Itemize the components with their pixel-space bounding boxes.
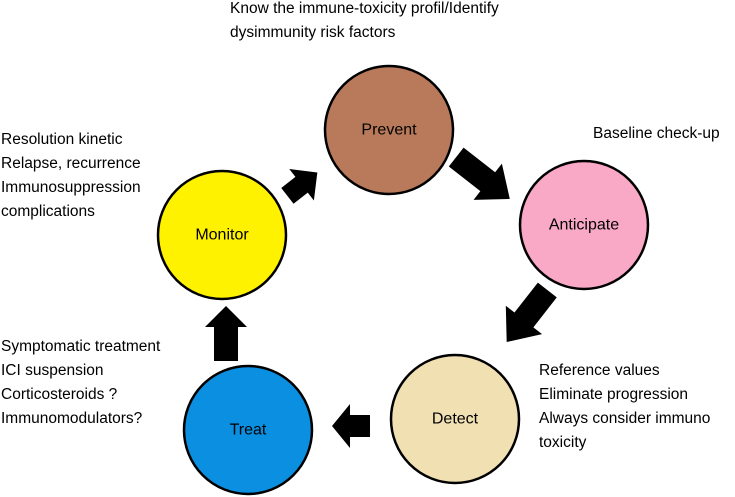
- note-treat-line-3: Corticosteroids ?: [1, 386, 118, 403]
- note-anticipate-line-1: Baseline check-up: [593, 125, 720, 142]
- anticipate-label: Anticipate: [549, 217, 619, 234]
- arrow-monitor-to-prevent: [281, 169, 318, 204]
- detect-circle: [389, 353, 521, 485]
- node-prevent: Prevent: [323, 64, 455, 196]
- note-treat-line-4: Immunomodulators?: [1, 410, 143, 427]
- note-anticipate: Baseline check-up: [593, 122, 720, 146]
- prevent-circle: [323, 64, 455, 196]
- note-detect-line-3: Always consider immuno: [539, 410, 711, 427]
- note-treat: Symptomatic treatment ICI suspension Cor…: [1, 335, 160, 431]
- treat-label: Treat: [230, 422, 267, 439]
- anticipate-circle: [518, 159, 650, 291]
- note-monitor: Resolution kinetic Relapse, recurrence I…: [1, 128, 141, 224]
- arrow-prevent-to-anticipate: [448, 147, 510, 200]
- note-detect: Reference values Eliminate progression A…: [539, 359, 710, 455]
- arrow-icon: [448, 147, 510, 200]
- note-prevent-line-1: Know the immune-toxicity profil/Identify: [230, 0, 499, 17]
- note-detect-line-2: Eliminate progression: [539, 386, 689, 403]
- prevent-label: Prevent: [361, 122, 417, 139]
- arrow-treat-to-monitor: [205, 306, 247, 361]
- note-treat-line-1: Symptomatic treatment: [1, 338, 161, 355]
- note-prevent: Know the immune-toxicity profil/Identify…: [230, 0, 499, 45]
- treat-circle: [182, 364, 314, 496]
- node-detect: Detect: [389, 353, 521, 485]
- arrow-icon: [281, 169, 318, 204]
- arrow-icon: [505, 282, 557, 343]
- arrow-icon: [205, 306, 247, 361]
- arrow-anticipate-to-detect: [505, 282, 557, 343]
- note-monitor-line-2: Relapse, recurrence: [1, 155, 141, 172]
- monitor-circle: [156, 169, 288, 301]
- note-monitor-line-3: Immunosuppression: [1, 179, 141, 196]
- note-detect-line-4: toxicity: [539, 434, 587, 451]
- node-monitor: Monitor: [156, 169, 288, 301]
- note-prevent-line-2: dysimmunity risk factors: [230, 24, 396, 41]
- note-treat-line-2: ICI suspension: [1, 362, 104, 379]
- note-monitor-line-4: complications: [1, 203, 95, 220]
- note-monitor-line-1: Resolution kinetic: [1, 131, 123, 148]
- node-treat: Treat: [182, 364, 314, 496]
- node-anticipate: Anticipate: [518, 159, 650, 291]
- monitor-label: Monitor: [195, 227, 249, 244]
- detect-label: Detect: [432, 411, 479, 428]
- note-detect-line-1: Reference values: [539, 362, 660, 379]
- arrow-detect-to-treat: [332, 404, 370, 448]
- arrow-icon: [332, 404, 370, 448]
